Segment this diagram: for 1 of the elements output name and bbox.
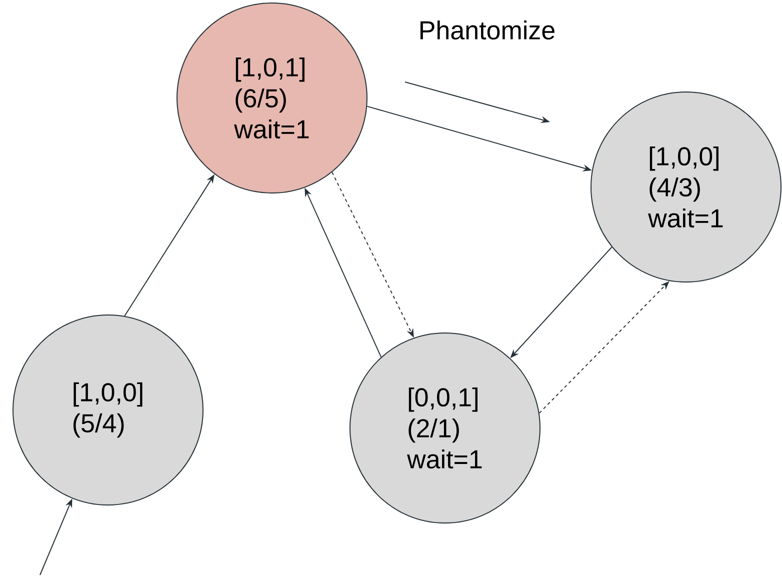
annotation-text: Phantomize (420, 20, 554, 40)
